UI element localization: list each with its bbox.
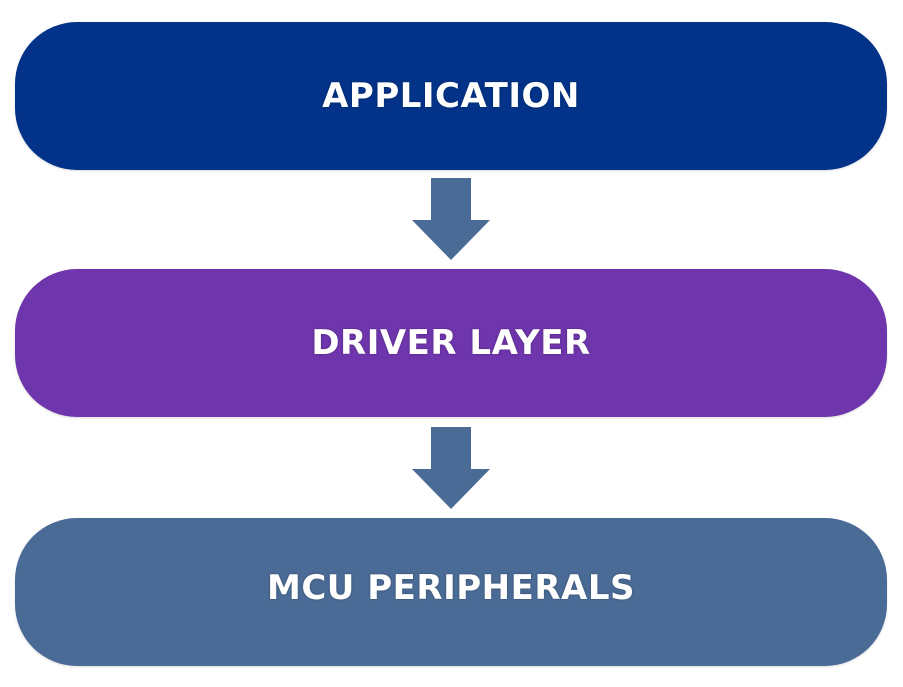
driver-layer-label: DRIVER LAYER — [311, 323, 591, 363]
application-layer-box: APPLICATION — [15, 22, 887, 170]
down-arrow-icon — [412, 427, 490, 509]
driver-layer-box: DRIVER LAYER — [15, 269, 887, 417]
mcu-peripherals-layer-box: MCU PERIPHERALS — [15, 518, 887, 666]
application-layer-label: APPLICATION — [322, 76, 580, 116]
mcu-peripherals-layer-label: MCU PERIPHERALS — [267, 568, 635, 608]
arrow-driver-to-mcu — [412, 427, 490, 509]
arrow-application-to-driver — [412, 178, 490, 260]
down-arrow-icon — [412, 178, 490, 260]
